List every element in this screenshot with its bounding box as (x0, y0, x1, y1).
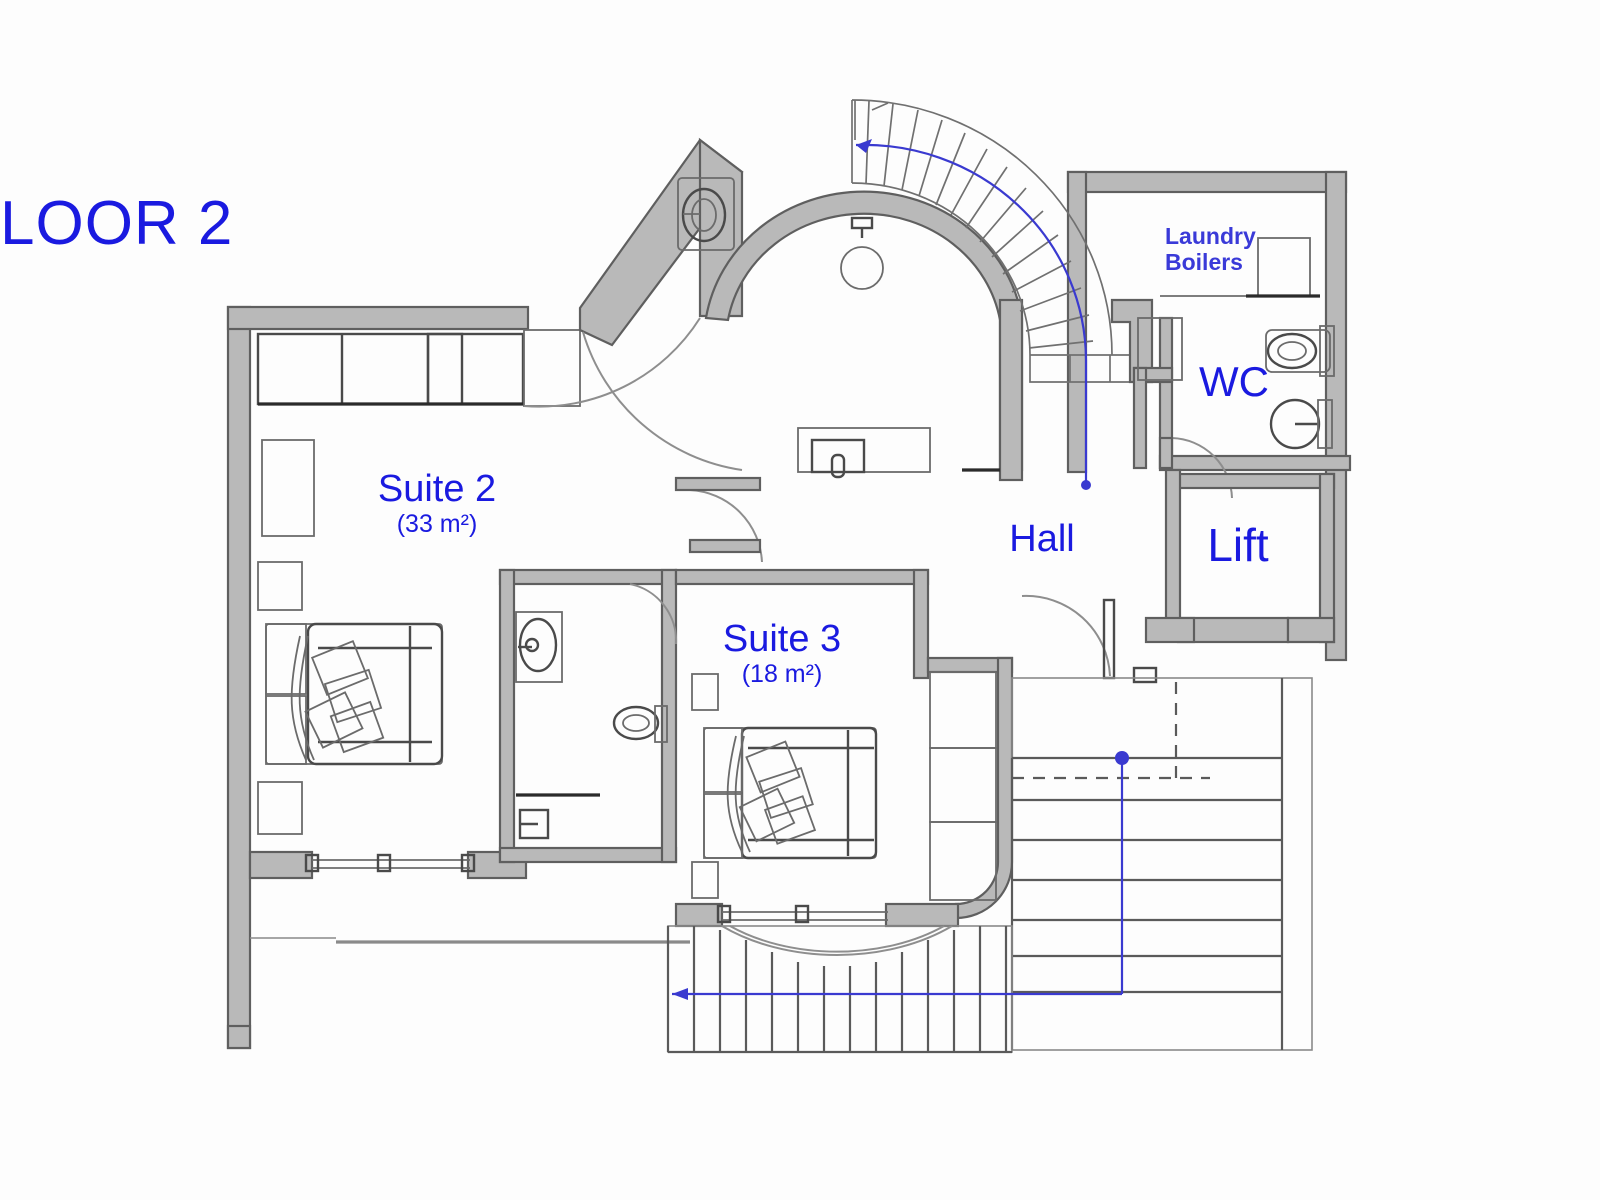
room-name: WC (1199, 358, 1269, 405)
wall-bath-left (498, 568, 516, 864)
room-label-wc: WC (1199, 358, 1269, 406)
wall-s3-bottom-b (884, 902, 960, 928)
room-label-suite2: Suite 2 (33 m²) (378, 470, 496, 537)
door-swing-icon (721, 925, 953, 956)
annotation-laundry-boilers: Laundry Boilers (1165, 223, 1256, 276)
room-name: Lift (1207, 519, 1269, 571)
headboard (265, 695, 307, 765)
room-area: (18 m²) (741, 660, 823, 688)
bed-furniture-icon (265, 622, 444, 766)
room-label-suite3: Suite 3 (18 m²) (723, 620, 841, 687)
door-head (688, 538, 762, 554)
nightstand-icon (257, 561, 303, 611)
wall-s3-right-a (912, 568, 930, 680)
suite2-window-bank (256, 329, 581, 407)
wall-bath-bottom (498, 846, 678, 864)
appliance-box-icon (1137, 317, 1183, 381)
page-title: LOOR 2 (0, 189, 234, 258)
headboard (265, 623, 307, 695)
wall-west (226, 305, 252, 1050)
appliance-box-icon (1257, 237, 1311, 297)
wall-bath-top (498, 568, 678, 586)
wall-s3-bottom-a (674, 902, 724, 928)
window-icon (426, 332, 525, 406)
nightstand-icon (257, 781, 303, 835)
door-swing-icon (1021, 594, 1111, 677)
wall-round-right (998, 298, 1024, 482)
wc-walls (1132, 316, 1352, 472)
mattress (740, 726, 878, 860)
wall-north-left (226, 305, 530, 331)
hall-walls (1144, 468, 1196, 644)
round-basin-icon (840, 246, 884, 290)
room-name: Hall (1009, 518, 1075, 560)
curved-staircase-icon (851, 99, 1151, 383)
pillow-icon (304, 640, 385, 754)
closet-bank (929, 671, 997, 901)
wall-lift-corner (1286, 616, 1336, 644)
wall-lift-right (1318, 472, 1336, 644)
curved-wall-round-room (704, 190, 1024, 482)
door-swing-icon (523, 317, 701, 408)
laundry-room (1160, 237, 1320, 298)
door-head (674, 476, 762, 492)
room-area: (33 m²) (396, 510, 478, 538)
round-room-fittings (840, 216, 884, 290)
wall-lift-left (1066, 170, 1088, 474)
wardrobe-icon (261, 439, 315, 537)
direction-arrow-icon (672, 988, 1122, 1000)
window-icon (523, 329, 581, 407)
room-name: Suite 3 (722, 618, 842, 660)
wall-wc-bottom (1158, 454, 1352, 472)
annotation-line-1: Laundry (1165, 223, 1256, 249)
wall-hall-right (1164, 468, 1182, 632)
round-basin-icon (1269, 398, 1333, 450)
door-swing-icon (582, 331, 743, 471)
pillow-icon (738, 740, 817, 845)
suite3-bedroom (674, 568, 1014, 928)
direction-arrow-icon (855, 139, 1091, 490)
wall-stair-right (1110, 298, 1154, 384)
room-label-hall: Hall (1009, 520, 1074, 558)
suite3-bathroom (498, 568, 678, 864)
sliding-door-icon (248, 850, 528, 880)
nightstand-icon (691, 673, 719, 711)
door-swing-icon (729, 925, 945, 953)
wall-s3-top (674, 568, 930, 586)
wall-wc-left2 (1132, 366, 1148, 470)
toilet-fixture-icon (612, 705, 668, 743)
door-jamb (1158, 436, 1174, 470)
toilet-fixture-icon (677, 177, 735, 251)
mattress (306, 622, 444, 766)
room-name: Suite 2 (377, 468, 497, 510)
door-jamb (1132, 666, 1158, 684)
wall-southwest-corner (226, 1024, 252, 1050)
wall-lift-top (1176, 472, 1336, 490)
wall-bath-right (660, 568, 678, 864)
bed-furniture-icon (703, 726, 878, 860)
hall-console-icon (797, 427, 1000, 479)
annotation-line-2: Boilers (1165, 248, 1243, 275)
nightstand-icon (691, 861, 719, 899)
wc-fixtures (1158, 325, 1335, 499)
door-swing-icon (629, 583, 678, 645)
wall-hall-bottom (1144, 616, 1196, 644)
sink-fixture-icon (515, 611, 563, 683)
straight-staircase-icon (666, 925, 1122, 1054)
room-label-lift: Lift (1207, 518, 1268, 572)
wall-s3-rounded-corner (954, 656, 1014, 920)
wall-north-right (1066, 170, 1348, 194)
window-icon (256, 332, 464, 406)
toilet-fixture-icon (1265, 325, 1335, 377)
